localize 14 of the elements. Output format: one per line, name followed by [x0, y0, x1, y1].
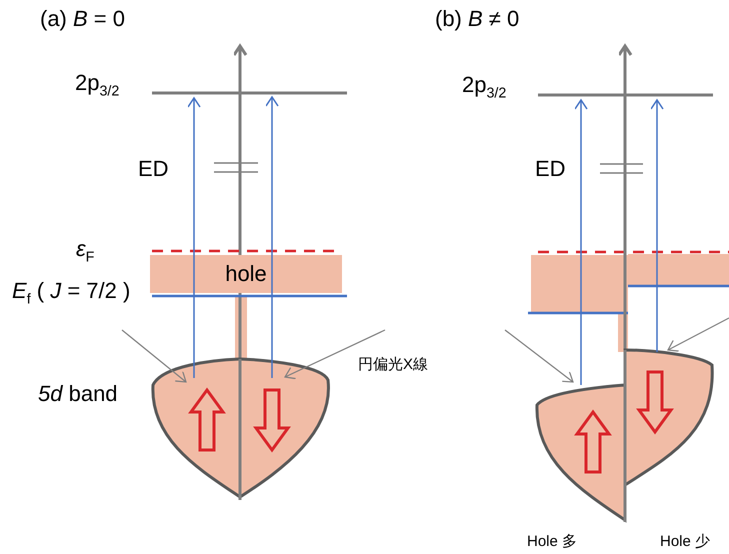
level-label: E$_{f}$ ( J = 7/2 ): [12, 278, 130, 308]
transition-label: ED: [535, 156, 566, 182]
band-label: Hole 少: [660, 533, 710, 550]
region-label: hole: [225, 261, 267, 287]
band-label: 5d band: [38, 381, 118, 406]
panel-title: (b) B ≠ 0: [435, 6, 520, 32]
level-label: 2p$_{3/2}$: [462, 72, 506, 102]
band-label: Hole 多: [527, 533, 578, 550]
panel-title: (a) B = 0: [40, 6, 125, 32]
beam-label: 円偏光X線: [358, 356, 428, 374]
level-label: 2p$_{3/2}$: [75, 70, 120, 100]
band-region: [150, 255, 342, 293]
level-label: ε$_{F}$: [76, 236, 94, 266]
transition-label: ED: [138, 156, 169, 182]
